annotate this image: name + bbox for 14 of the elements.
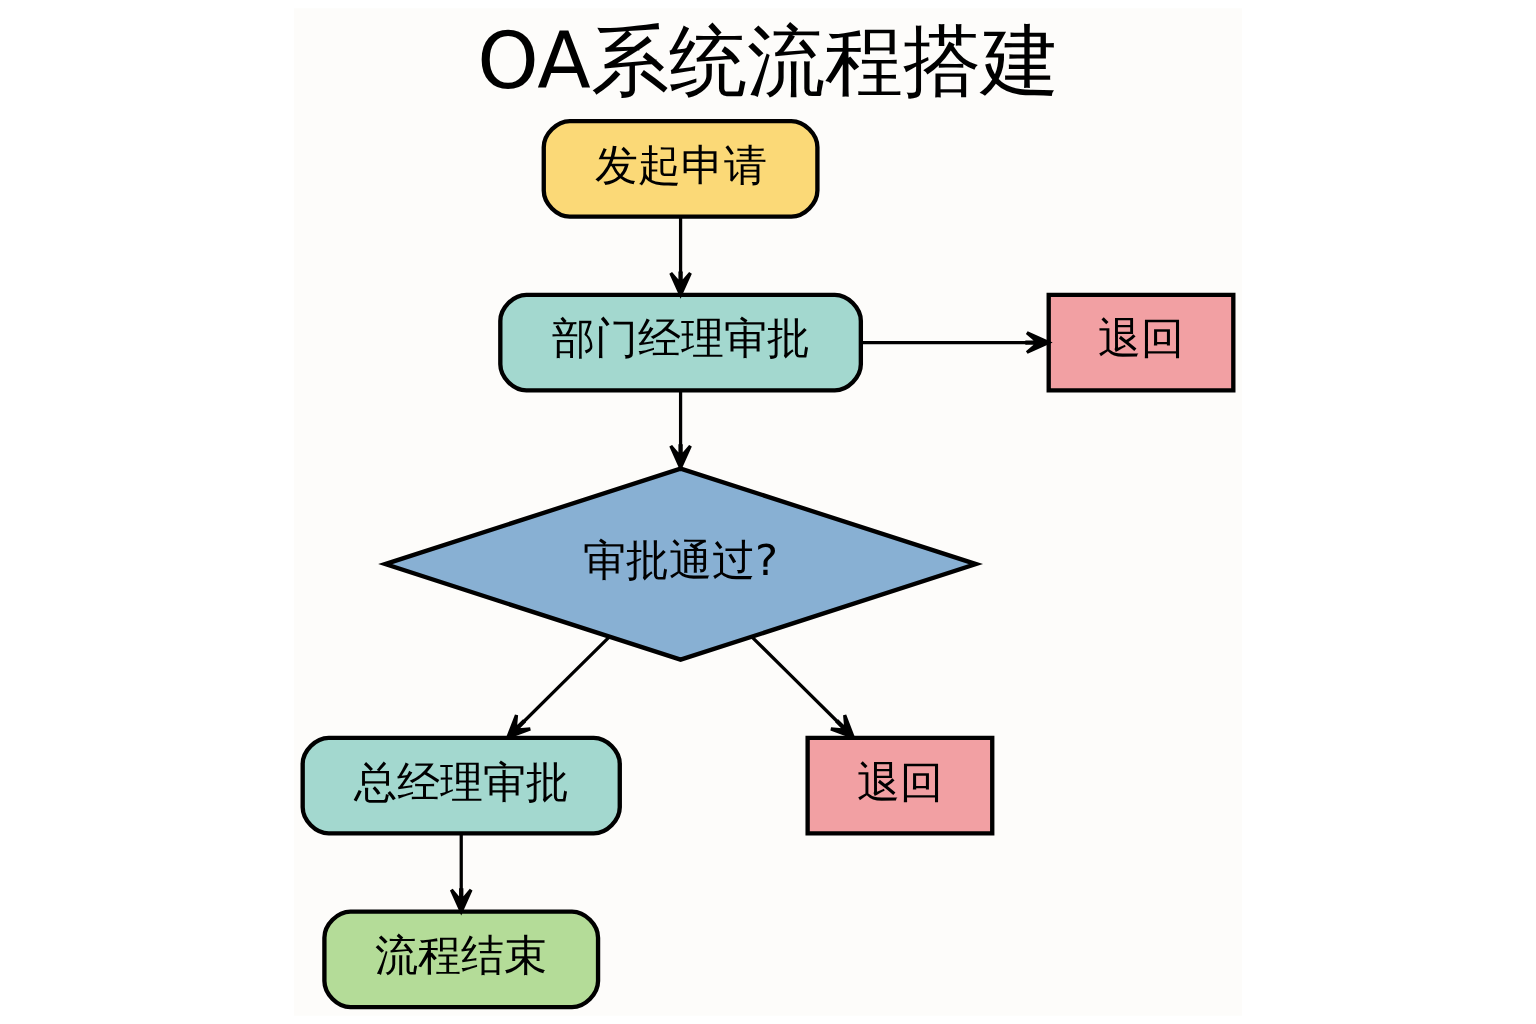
diagram-title: OA系统流程搭建 [477,15,1059,107]
node-box: 发起申请 [541,118,820,219]
node-box: 流程结束 [322,909,601,1010]
arrow [506,635,611,739]
arrow [750,635,855,739]
arrow [449,834,473,914]
node-box: 部门经理审批 [498,292,863,393]
arrow [861,331,1051,354]
arrow [669,390,692,470]
arrow [669,217,692,297]
node-box: 退回 [805,735,995,836]
node-box: 总经理审批 [300,735,622,836]
node-box: 退回 [1046,292,1236,393]
node-diamond: 审批通过? [378,466,983,662]
